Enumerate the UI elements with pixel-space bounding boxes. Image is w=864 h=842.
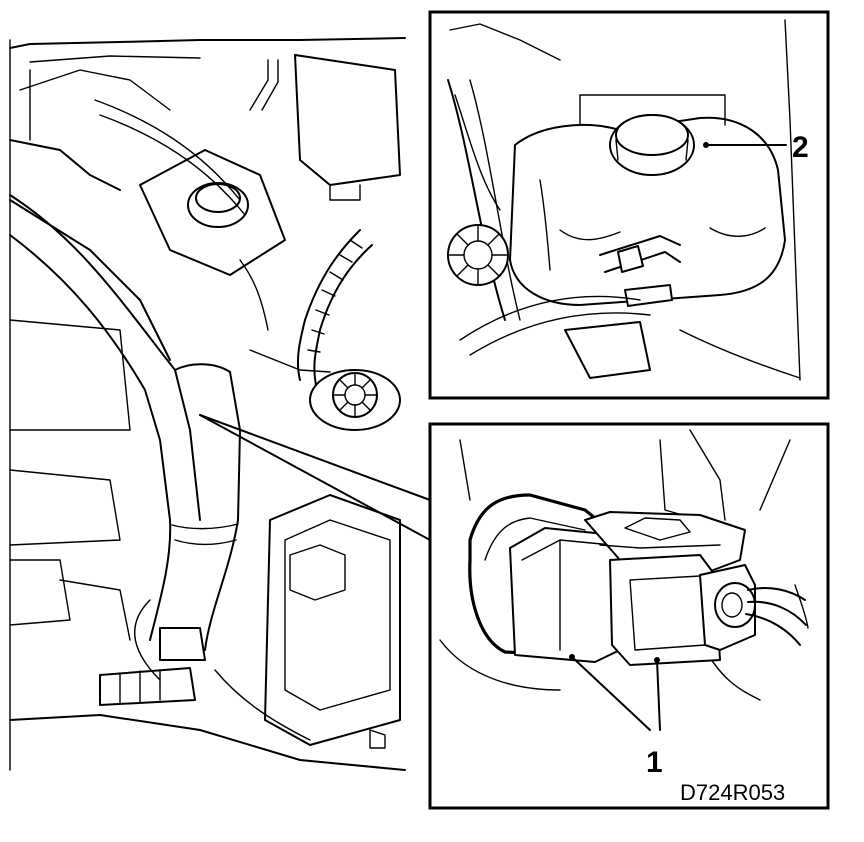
coolant-reservoir-inset: 2	[428, 10, 830, 400]
callout-2-label: 2	[792, 131, 809, 164]
figure-code: D724R053	[680, 780, 785, 805]
callout-1-leader-b	[656, 659, 661, 731]
callout-1-leader-a	[571, 656, 651, 731]
zoom-leader-lines	[199, 414, 431, 541]
callout-1-label: 1	[646, 746, 663, 779]
engine-bay-overview	[9, 37, 406, 771]
connector-inset: 1 D724R053	[428, 422, 830, 810]
